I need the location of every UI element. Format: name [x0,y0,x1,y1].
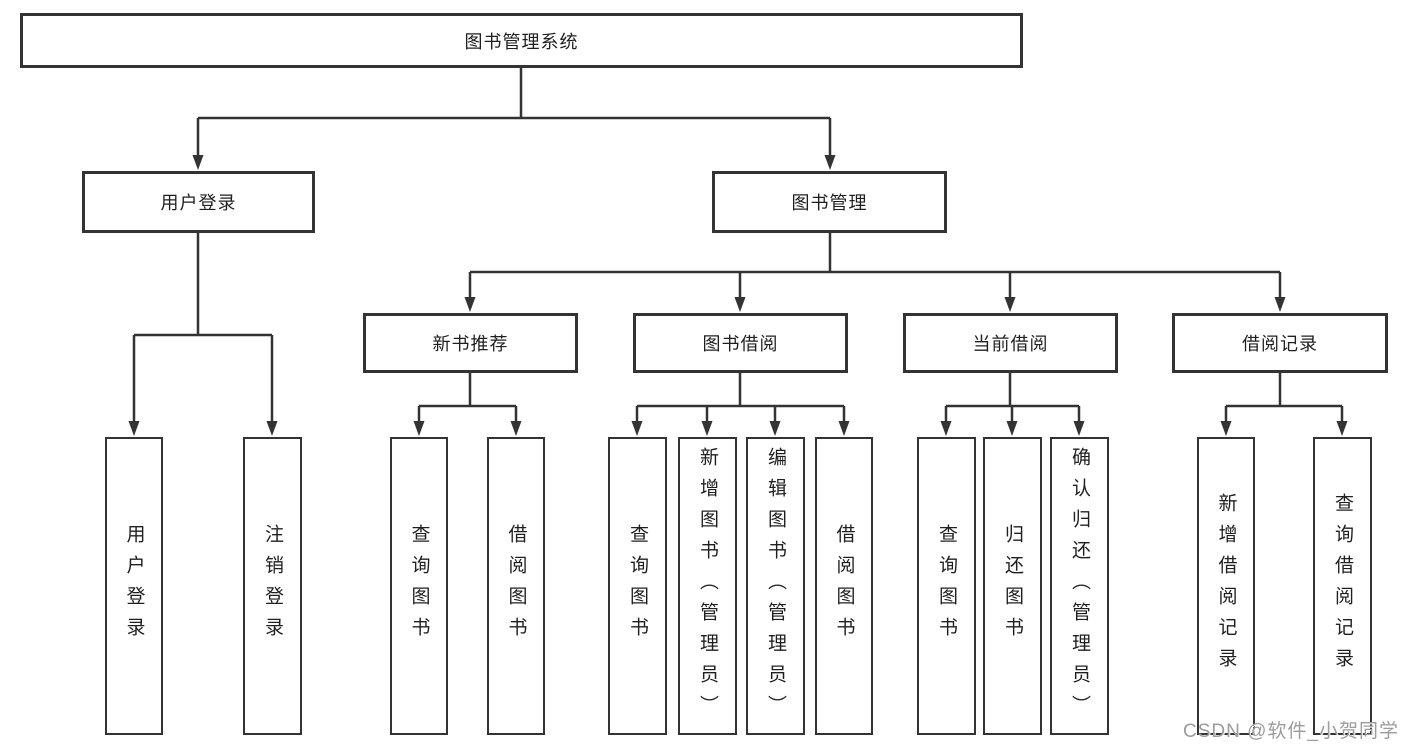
node-label: 借阅图书 [505,524,527,648]
node-label: 用户登录 [123,524,145,648]
leaf-logout: 注销登录 [243,437,302,735]
node-label: 新增图书（管理员） [697,446,718,726]
node-label: 图书管理系统 [464,31,579,52]
node-label: 确认归还（管理员） [1069,446,1090,726]
node-label: 当前借阅 [972,334,1049,354]
leaf-add-books-admin: 新增图书（管理员） [678,437,737,735]
leaf-borrow-books-recommend: 借阅图书 [487,437,545,735]
leaf-confirm-return-admin: 确认归还（管理员） [1050,437,1109,735]
leaf-query-books-recommend: 查询图书 [390,437,448,735]
node-label: 查询图书 [408,524,430,648]
csdn-watermark: CSDN @软件_小贺同学 [1183,721,1399,742]
node-label: 归还图书 [1002,524,1023,648]
leaf-query-books-borrow: 查询图书 [608,437,667,735]
node-label: 注销登录 [262,524,283,648]
node-label: 查询借阅记录 [1332,493,1353,679]
node-label: 借阅记录 [1242,334,1318,354]
node-label: 图书管理 [791,193,868,213]
leaf-query-books-current: 查询图书 [917,437,976,735]
node-label: 查询图书 [936,524,957,648]
node-label: 新增借阅记录 [1215,493,1237,679]
node-label: 借阅图书 [833,524,855,648]
node-book-management: 图书管理 [712,171,947,233]
node-borrowing-records: 借阅记录 [1172,313,1388,373]
node-new-book-recommend: 新书推荐 [363,313,578,373]
node-label: 用户登录 [160,193,237,213]
leaf-borrow-books: 借阅图书 [815,437,873,735]
node-current-borrowing: 当前借阅 [903,313,1118,373]
node-user-login: 用户登录 [82,171,315,233]
node-label: 编辑图书（管理员） [765,446,786,726]
leaf-return-books: 归还图书 [983,437,1042,735]
leaf-add-borrow-record: 新增借阅记录 [1197,437,1255,735]
node-label: 图书借阅 [702,334,779,354]
leaf-user-login: 用户登录 [105,437,163,735]
node-book-borrowing: 图书借阅 [633,313,848,373]
node-root-system: 图书管理系统 [20,13,1023,68]
node-label: 查询图书 [627,524,648,648]
node-label: 新书推荐 [432,334,509,354]
leaf-edit-books-admin: 编辑图书（管理员） [746,437,805,735]
leaf-query-borrow-record: 查询借阅记录 [1313,437,1372,735]
